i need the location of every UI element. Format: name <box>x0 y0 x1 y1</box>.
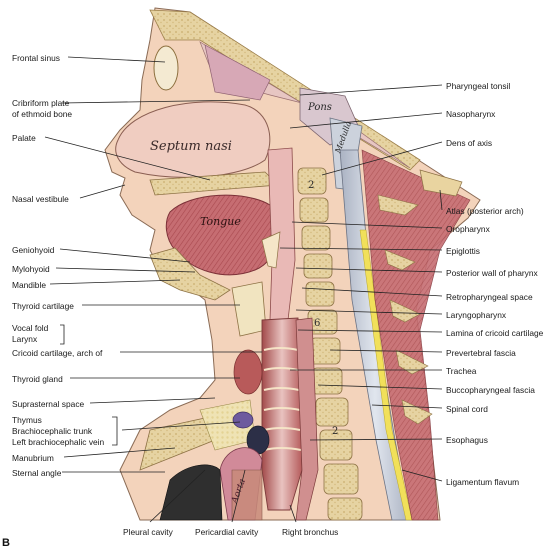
atlas-posterior-arch <box>419 169 463 197</box>
leader-line <box>67 56 166 63</box>
leader-line <box>299 84 443 96</box>
label-oropharynx: Oropharynx <box>446 224 490 234</box>
leader-line <box>44 136 211 181</box>
leader-line <box>289 112 443 129</box>
label-pleural-cavity: Pleural cavity <box>123 527 173 537</box>
leader-line <box>401 469 443 482</box>
pleural-cavity <box>159 464 223 521</box>
leader-lines <box>44 56 443 523</box>
vertebra-2-upper-text: 2 <box>308 180 314 191</box>
leader-line <box>291 221 443 229</box>
leader-line <box>439 189 443 211</box>
leader-line <box>63 447 176 458</box>
pharynx-airway <box>267 147 296 321</box>
label-left-brachiocephalic-vein: Left brachiocephalic vein <box>12 437 105 447</box>
tongue-text: Tongue <box>200 215 241 228</box>
label-palate: Palate <box>12 133 36 143</box>
leader-line <box>321 141 443 176</box>
label-pericardial-cavity: Pericardial cavity <box>195 527 259 537</box>
label-retropharyngeal-space: Retropharyngeal space <box>446 292 533 302</box>
label-suprasternal-space: Suprasternal space <box>12 399 85 409</box>
label-atlas-posterior-arch: Atlas (posterior arch) <box>446 206 524 216</box>
label-lamina-of-cricoid-cartilage: Lamina of cricoid cartilage <box>446 328 544 338</box>
label-of-ethmoid-bone: of ethmoid bone <box>12 109 73 119</box>
label-dens-of-axis: Dens of axis <box>446 138 493 148</box>
leader-line <box>89 397 216 404</box>
leader-line <box>297 329 443 333</box>
vertebra-6-text: 6 <box>314 318 320 329</box>
label-nasopharynx: Nasopharynx <box>446 109 496 119</box>
leader-line <box>329 349 443 353</box>
label-mandible: Mandible <box>12 280 46 290</box>
label-vocal-fold: Vocal fold <box>12 323 49 333</box>
spinous-processes <box>377 194 433 425</box>
label-esophagus: Esophagus <box>446 435 488 445</box>
leader-line <box>279 247 443 251</box>
label-prevertebral-fascia: Prevertebral fascia <box>446 348 516 358</box>
vertebra-2-lower-text: 2 <box>332 426 338 437</box>
label-geniohyoid: Geniohyoid <box>12 245 55 255</box>
label-mylohyoid: Mylohyoid <box>12 264 50 274</box>
leader-line <box>55 267 196 273</box>
leader-line <box>61 99 251 104</box>
esophagus <box>295 317 319 521</box>
label-thyroid-gland: Thyroid gland <box>12 374 63 384</box>
pons-text: Pons <box>307 102 332 113</box>
label-posterior-wall-of-pharynx: Posterior wall of pharynx <box>446 268 538 278</box>
leader-line <box>149 469 206 523</box>
label-frontal-sinus: Frontal sinus <box>12 53 60 63</box>
label-thyroid-cartilage: Thyroid cartilage <box>12 301 74 311</box>
leader-line <box>371 404 443 409</box>
label-sternal-angle: Sternal angle <box>12 468 62 478</box>
label-spinal-cord: Spinal cord <box>446 404 488 414</box>
tracheal-rings <box>263 347 302 451</box>
brachiocephalic-vein <box>232 411 254 429</box>
label-pharyngeal-tonsil: Pharyngeal tonsil <box>446 81 511 91</box>
epiglottis <box>261 231 281 269</box>
label-ligamentum-flavum: Ligamentum flavum <box>446 477 520 487</box>
leader-line <box>301 287 443 297</box>
mandible <box>149 247 231 301</box>
leader-line <box>121 421 241 431</box>
leader-line <box>231 469 246 523</box>
panel-letter: B <box>2 537 10 549</box>
thyroid-gland <box>233 349 263 395</box>
leader-line <box>289 504 297 523</box>
label-laryngopharynx: Laryngopharynx <box>446 310 507 320</box>
leader-line <box>49 279 181 285</box>
vertebral-bodies <box>297 167 363 521</box>
leader-line <box>79 184 126 199</box>
larynx-bracket <box>60 324 65 345</box>
thymus-bracket <box>112 416 118 446</box>
label-nasal-vestibule: Nasal vestibule <box>12 194 69 204</box>
label-buccopharyngeal-fascia: Buccopharyngeal fascia <box>446 385 535 395</box>
posterior-neck-muscles <box>361 149 471 521</box>
leader-line <box>295 267 443 273</box>
tongue <box>165 194 279 276</box>
leader-line <box>317 384 443 390</box>
label-right-bronchus: Right bronchus <box>282 527 339 537</box>
trachea <box>261 317 303 511</box>
label-larynx: Larynx <box>12 334 38 344</box>
label-cribriform-plate: Cribriform plate <box>12 98 70 108</box>
cerebrum <box>204 44 271 101</box>
label-epiglottis: Epiglottis <box>446 246 480 256</box>
manubrium <box>139 417 216 471</box>
frontal-sinus <box>153 45 179 91</box>
nasal-septum-region <box>115 101 271 178</box>
leader-line <box>59 248 191 263</box>
label-trachea: Trachea <box>446 366 477 376</box>
label-manubrium: Manubrium <box>12 453 54 463</box>
label-brachiocephalic-trunk: Brachiocephalic trunk <box>12 426 93 436</box>
septum-nasi-text: Septum nasi <box>150 139 232 154</box>
leader-line <box>295 309 443 315</box>
pericardial-cavity <box>231 469 263 521</box>
label-thymus: Thymus <box>12 415 42 425</box>
leader-line <box>309 438 443 441</box>
label-cricoid-cartilage: Cricoid cartilage, arch of <box>12 348 103 358</box>
